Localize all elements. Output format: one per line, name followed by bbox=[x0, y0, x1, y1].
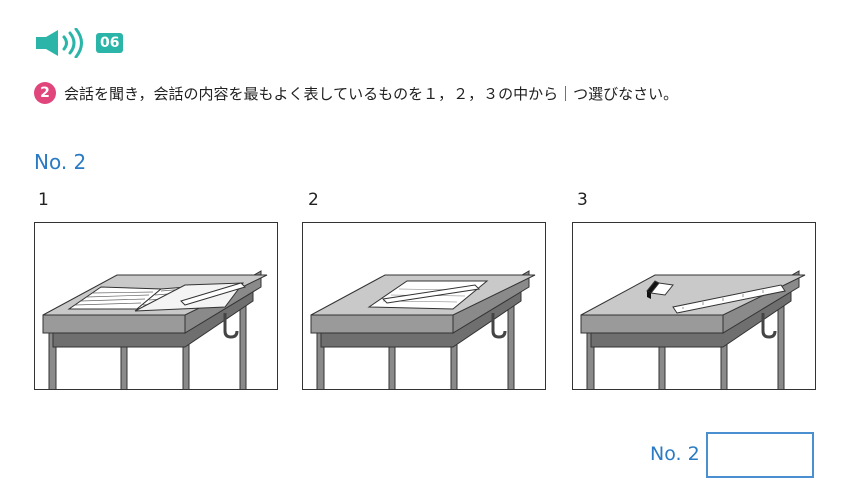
answer-label: No. 2 bbox=[650, 443, 700, 465]
speaker-icon[interactable] bbox=[34, 28, 90, 58]
eraser-icon bbox=[646, 280, 674, 299]
instruction-text: 会話を聞き，会話の内容を最もよく表しているものを１，２，３の中から｜つ選びなさい… bbox=[64, 84, 679, 103]
question-instruction: 2 会話を聞き，会話の内容を最もよく表しているものを１，２，３の中から｜つ選びな… bbox=[34, 82, 678, 104]
audio-play-control[interactable]: 06 bbox=[34, 28, 124, 58]
option-3-label: 3 bbox=[577, 190, 588, 210]
option-1-label: 1 bbox=[38, 190, 49, 210]
answer-box[interactable] bbox=[706, 432, 814, 478]
option-3-image[interactable] bbox=[572, 222, 816, 390]
option-2-label: 2 bbox=[308, 190, 319, 210]
section-title: No. 2 bbox=[34, 150, 87, 174]
track-number-badge: 06 bbox=[96, 33, 124, 53]
question-number-badge: 2 bbox=[34, 82, 56, 104]
option-2-image[interactable] bbox=[302, 222, 546, 390]
option-1-image[interactable] bbox=[34, 222, 278, 390]
